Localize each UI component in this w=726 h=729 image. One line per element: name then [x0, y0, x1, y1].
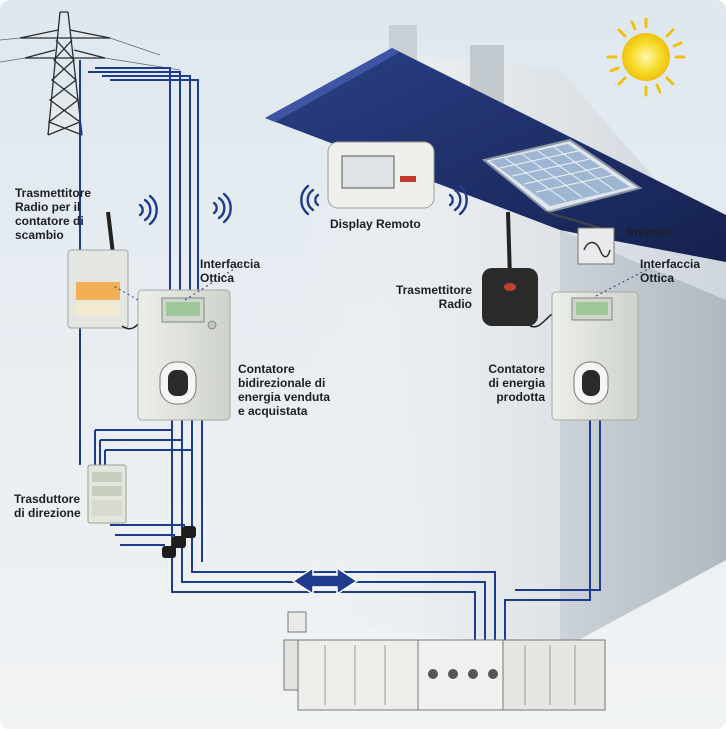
sun-icon [606, 17, 686, 97]
radio-wave-icon [300, 184, 320, 216]
label-trasmettitore-scambio: Trasmettitore Radio per il contatore di … [15, 186, 92, 242]
label-display-remoto: Display Remoto [330, 217, 421, 231]
radio-wave-icon [212, 192, 232, 224]
radio-wave-icon [138, 194, 158, 226]
meter-prodotta [551, 267, 651, 421]
current-clamps [162, 526, 196, 558]
switchboard [283, 611, 606, 711]
inverter-device [577, 227, 622, 265]
radio-wave-icon [448, 184, 468, 216]
roof-edge [265, 48, 400, 122]
power-pylon-icon [0, 11, 181, 136]
wiring [79, 60, 601, 640]
label-trasduttore: Trasduttore di direzione [14, 492, 81, 520]
bidirectional-arrow-icon [291, 566, 359, 596]
radio-transmitter-scambio [67, 211, 151, 330]
label-trasmettitore-radio: Trasmettitore Radio [395, 283, 472, 311]
radio-waves [138, 184, 468, 226]
house [265, 25, 726, 650]
label-interfaccia-ottica-right: Interfaccia Ottica [640, 257, 701, 285]
direction-transducer [87, 464, 127, 524]
label-contatore-bidirezionale: Contatore bidirezionale di energia vendu… [238, 362, 331, 418]
solar-panel [481, 138, 643, 229]
display-remoto-device [327, 141, 435, 209]
label-contatore-prodotta: Contatore di energia prodotta [488, 362, 545, 404]
label-interfaccia-ottica-left: Interfaccia Ottica [200, 257, 261, 285]
meter-bidirectional [111, 259, 249, 421]
radio-transmitter [482, 211, 556, 328]
label-inverter: Inverter [627, 225, 672, 239]
roof [265, 48, 726, 262]
